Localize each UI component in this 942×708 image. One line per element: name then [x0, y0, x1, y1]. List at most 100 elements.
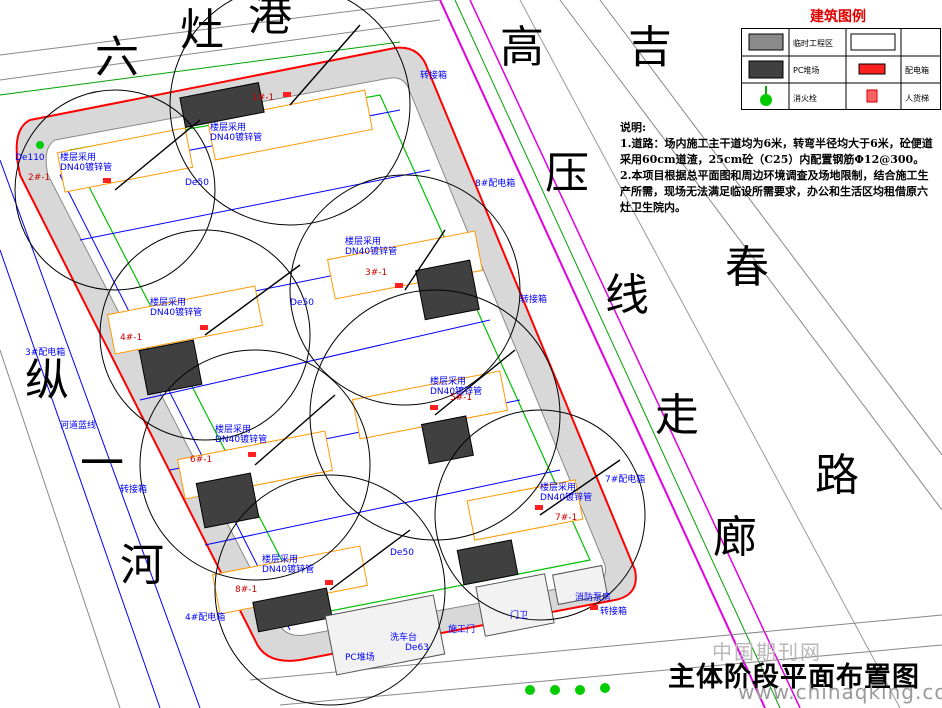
bldg-label: 4#-1	[120, 333, 142, 343]
crane-radius	[14, 89, 216, 291]
center-road-char: 高	[500, 22, 544, 73]
road-edge-line	[0, 0, 441, 56]
center-road-char: 廊	[713, 512, 757, 563]
top-road-char: 港	[248, 0, 292, 41]
distribution-boxes	[103, 92, 598, 610]
crane-arm	[329, 529, 411, 591]
stair-label: DN40镀锌管	[430, 385, 482, 397]
right-road-char: 吉	[628, 22, 672, 73]
stair-label: 楼层采用	[60, 151, 96, 163]
box-swatch	[858, 63, 886, 75]
distribution-box	[200, 325, 208, 330]
stair-label: 楼层采用	[262, 553, 298, 565]
hydrants	[36, 141, 610, 695]
box-label: 8#配电箱	[475, 177, 515, 189]
hydrant-icon	[525, 685, 535, 695]
hydrant-icon	[600, 683, 610, 693]
pipe-label: De110	[15, 153, 45, 163]
pump-label: 消防泵房	[575, 591, 611, 603]
bldg-label: 5#-1	[450, 393, 472, 403]
hydrant-swatch	[760, 94, 772, 106]
stair-label: DN40镀锌管	[215, 433, 267, 445]
crane-radius	[289, 174, 521, 406]
stair-label: 楼层采用	[345, 235, 381, 247]
crane-arm	[204, 264, 301, 336]
pc-yard	[138, 339, 203, 396]
box-label: 4#配电箱	[185, 611, 225, 623]
river-edge-line	[0, 349, 121, 708]
distribution-box	[535, 505, 543, 510]
crane-radius	[214, 474, 446, 706]
stair-label: 楼层采用	[215, 423, 251, 435]
top-road-char: 灶	[180, 5, 224, 56]
top-road-char: 六	[95, 32, 139, 83]
crane-arm	[289, 24, 361, 106]
stair-label: 楼层采用	[430, 375, 466, 387]
building-1	[207, 89, 373, 161]
plan-title: 主体阶段平面布置图	[668, 662, 920, 693]
pc-yard	[415, 259, 480, 321]
box-label: 转接箱	[600, 605, 627, 617]
distribution-box	[103, 178, 111, 183]
pipe-label: De50	[390, 548, 414, 558]
temp-office	[324, 594, 446, 676]
bldg-label: 7#-1	[555, 513, 577, 523]
notes-block: 说明: 1.道路：场内施工主干道均为6米，转弯半径均大于6米，砼便道采用60cm…	[620, 120, 935, 216]
crane-radius	[99, 229, 311, 441]
bldg-label: 6#-1	[190, 455, 212, 465]
box-label: 7#配电箱	[605, 473, 645, 485]
crane-radius	[139, 349, 371, 581]
distribution-box	[325, 580, 333, 585]
stair-label: DN40镀锌管	[150, 306, 202, 318]
legend-table: 临时工程区 PC堆场 配电箱 消火栓 人货梯	[741, 28, 941, 110]
road-edge-line	[0, 41, 401, 96]
crane-radius	[169, 0, 411, 226]
legend-label: 临时工程区	[793, 38, 833, 48]
watermark-url: www.chinaqking.com	[738, 680, 942, 704]
guard-label: 门卫	[510, 609, 528, 621]
crane-arm	[434, 349, 516, 416]
distribution-box	[430, 405, 438, 410]
stair-label: DN40镀锌管	[60, 161, 112, 173]
left-river-char: 一	[80, 438, 124, 489]
hydrant-icon	[550, 685, 560, 695]
pc-swatch	[748, 60, 784, 79]
stair-label: 楼层采用	[540, 481, 576, 493]
crane-radius-circles	[14, 0, 646, 706]
temp-area-swatch	[748, 33, 784, 51]
pipe-label: De63	[405, 643, 429, 653]
blank-swatch	[850, 33, 896, 51]
distribution-box	[248, 452, 256, 457]
road-edge-line	[279, 644, 942, 706]
crane-radius	[309, 289, 561, 541]
box-label: 转接箱	[120, 483, 147, 495]
pipe-label: De50	[290, 298, 314, 308]
road-edge-line	[0, 19, 441, 81]
hv-corridor-line	[469, 0, 801, 708]
right-road-char: 路	[815, 450, 859, 501]
left-river-char: 河	[120, 540, 164, 591]
stair-label: DN40镀锌管	[262, 563, 314, 575]
crane-arm	[114, 119, 201, 191]
stair-label: 楼层采用	[210, 121, 246, 133]
river-edge-line	[0, 249, 161, 708]
pc-yard	[195, 472, 260, 529]
bldg-label: 3#-1	[365, 268, 387, 278]
legend-label: 配电箱	[905, 65, 929, 75]
crane-radius	[434, 409, 646, 621]
river-edge-line	[0, 159, 201, 708]
distribution-box	[590, 605, 598, 610]
legend-title: 建筑图例	[810, 9, 866, 25]
pipe-label: De50	[185, 178, 209, 188]
pc-yard	[252, 587, 333, 633]
crane-arm	[539, 459, 621, 516]
bldg-label: 2#-1	[28, 173, 50, 183]
crane-arm	[254, 394, 336, 466]
center-road-char: 线	[605, 270, 649, 321]
legend-label: 消火栓	[793, 93, 817, 103]
center-road-char: 走	[655, 390, 699, 441]
pc-yard	[179, 82, 265, 128]
watermark-cn: 中国期刊网	[712, 640, 822, 664]
